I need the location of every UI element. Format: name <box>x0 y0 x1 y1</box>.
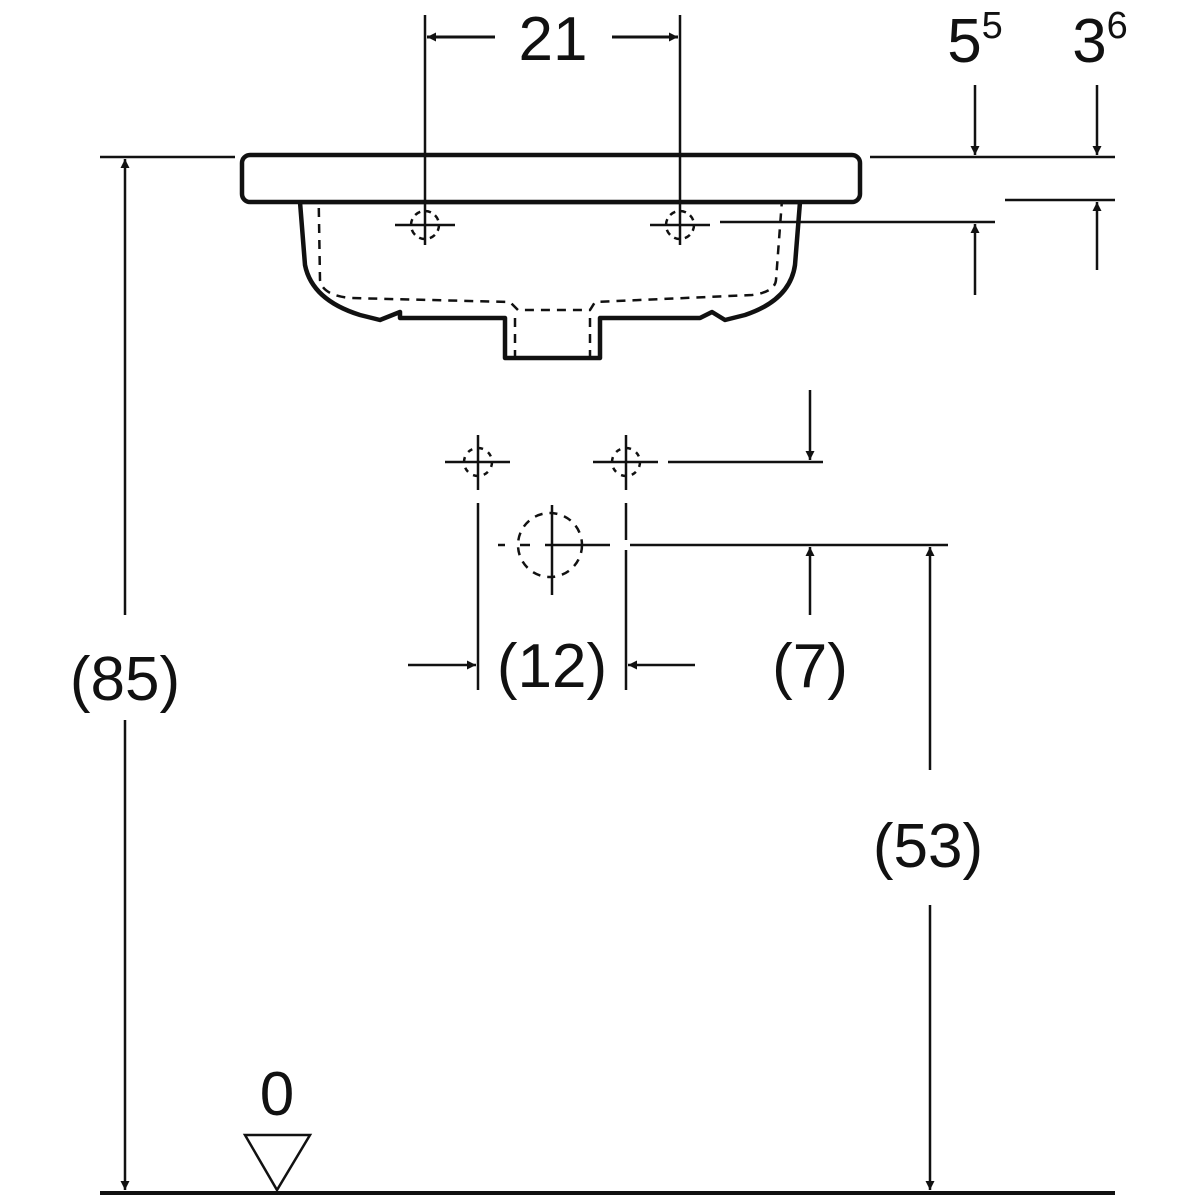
dimension-waste-height: (53) <box>873 547 983 1190</box>
supply-left-crosshair <box>445 435 510 490</box>
dim-label-12: (12) <box>497 632 607 701</box>
waste-crosshair <box>498 505 610 595</box>
dimension-supply-spacing: (12) <box>408 632 695 701</box>
connection-points <box>445 435 948 690</box>
extension-lines <box>100 15 1115 245</box>
dim-label-3-6: 36 <box>1072 5 1128 76</box>
dimension-tap-depth: 36 <box>1072 5 1128 270</box>
level-triangle-icon <box>242 1133 313 1193</box>
dim-label-5-5: 55 <box>947 5 1003 76</box>
dim-label-85: (85) <box>70 645 180 714</box>
dimension-supply-offset: (7) <box>772 390 848 701</box>
dimension-rim: 55 <box>947 5 1003 295</box>
dim-label-21: 21 <box>519 5 588 74</box>
dim-label-0: 0 <box>260 1060 294 1129</box>
basin-side-view <box>239 152 863 361</box>
floor-level: 0 <box>100 1060 1115 1195</box>
dimension-total-height: (85) <box>70 159 180 1190</box>
supply-right-crosshair <box>593 435 658 490</box>
dim-label-7: (7) <box>772 632 848 701</box>
dimension-tap-spacing: 21 <box>427 5 678 74</box>
dim-label-53: (53) <box>873 812 983 881</box>
